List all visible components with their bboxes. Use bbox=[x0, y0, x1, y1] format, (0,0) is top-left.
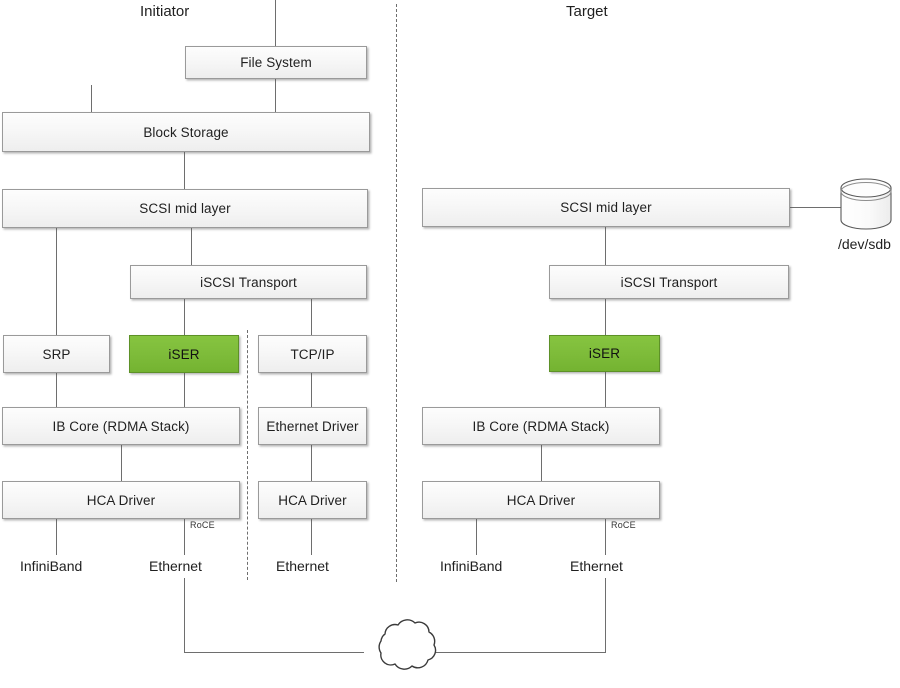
node-target-iser[interactable]: iSER bbox=[549, 335, 660, 372]
node-target-iscsi-transport[interactable]: iSCSI Transport bbox=[549, 265, 789, 299]
initiator-network-ethernet-tcp: Ethernet bbox=[276, 558, 329, 574]
connector-target-ibcore-to-hca bbox=[541, 445, 542, 481]
node-tcp-ip[interactable]: TCP/IP bbox=[258, 335, 367, 373]
node-target-ib-core[interactable]: IB Core (RDMA Stack) bbox=[422, 407, 660, 445]
node-initiator-iscsi-transport-label: iSCSI Transport bbox=[200, 274, 297, 290]
connector-scsi-to-disk bbox=[790, 207, 842, 208]
node-srp-label: SRP bbox=[42, 346, 71, 362]
connector-initiator-ethernet-down bbox=[184, 578, 185, 653]
connector-target-iscsi-to-iser bbox=[605, 299, 606, 335]
rdma-tcp-divider bbox=[247, 330, 248, 580]
connector-blockstorage-to-scsi bbox=[184, 152, 185, 189]
initiator-network-ethernet-roce: Ethernet bbox=[149, 558, 202, 574]
connector-hca-to-ethernet-roce bbox=[184, 519, 185, 555]
node-block-storage-label: Block Storage bbox=[143, 124, 229, 140]
connector-target-hca-to-infiniband bbox=[476, 519, 477, 555]
node-target-iscsi-transport-label: iSCSI Transport bbox=[620, 274, 718, 290]
node-target-ib-core-label: IB Core (RDMA Stack) bbox=[472, 418, 610, 434]
initiator-network-infiniband: InfiniBand bbox=[20, 558, 83, 574]
storage-device-label: /dev/sdb bbox=[838, 236, 891, 252]
node-initiator-ib-core[interactable]: IB Core (RDMA Stack) bbox=[2, 407, 240, 445]
node-target-hca-driver-label: HCA Driver bbox=[506, 492, 576, 508]
connector-target-iser-to-ibcore bbox=[605, 372, 606, 407]
node-target-hca-driver[interactable]: HCA Driver bbox=[422, 481, 660, 519]
node-initiator-hca-driver-eth-label: HCA Driver bbox=[278, 492, 347, 508]
connector-filesystem-to-blockstorage bbox=[275, 79, 276, 112]
connector-ethernetdriver-to-hca bbox=[311, 445, 312, 481]
connector-srp-to-ibcore bbox=[56, 373, 57, 407]
node-target-scsi-mid-layer[interactable]: SCSI mid layer bbox=[422, 188, 790, 227]
node-file-system-label: File System bbox=[240, 55, 312, 70]
connector-tcpip-to-ethernetdriver bbox=[311, 373, 312, 407]
node-target-scsi-mid-layer-label: SCSI mid layer bbox=[560, 200, 652, 215]
connector-scsi-to-iscsi bbox=[191, 228, 192, 266]
target-title: Target bbox=[566, 3, 608, 20]
connector-target-hca-to-ethernet bbox=[605, 519, 606, 555]
connector-iscsi-to-iser bbox=[184, 299, 185, 335]
node-initiator-hca-driver-ib[interactable]: HCA Driver bbox=[2, 481, 240, 519]
connector-target-scsi-to-iscsi bbox=[605, 227, 606, 265]
connector-app-to-filesystem bbox=[275, 0, 276, 46]
storage-disk-icon bbox=[836, 176, 896, 234]
node-block-storage[interactable]: Block Storage bbox=[2, 112, 370, 152]
target-roce-label: RoCE bbox=[611, 520, 636, 530]
node-initiator-ib-core-label: IB Core (RDMA Stack) bbox=[52, 418, 190, 434]
node-initiator-iscsi-transport[interactable]: iSCSI Transport bbox=[130, 265, 367, 299]
connector-hca-to-infiniband bbox=[56, 519, 57, 555]
node-file-system[interactable]: File System bbox=[185, 46, 367, 79]
node-initiator-iser[interactable]: iSER bbox=[129, 335, 239, 373]
node-ethernet-driver[interactable]: Ethernet Driver bbox=[258, 407, 367, 445]
initiator-target-divider bbox=[396, 4, 397, 582]
connector-scsi-to-srp bbox=[56, 228, 57, 335]
connector-network-left bbox=[184, 652, 364, 653]
node-target-iser-label: iSER bbox=[588, 346, 621, 361]
connector-app-to-blockstorage bbox=[91, 85, 92, 112]
node-ethernet-driver-label: Ethernet Driver bbox=[266, 418, 359, 434]
target-network-infiniband: InfiniBand bbox=[440, 558, 503, 574]
node-tcp-ip-label: TCP/IP bbox=[290, 346, 335, 362]
connector-ibcore-to-hca bbox=[121, 445, 122, 481]
node-initiator-hca-driver-ib-label: HCA Driver bbox=[86, 492, 156, 508]
connector-network-right bbox=[428, 652, 606, 653]
node-srp[interactable]: SRP bbox=[3, 335, 110, 373]
node-initiator-scsi-mid-layer[interactable]: SCSI mid layer bbox=[2, 189, 368, 228]
node-initiator-hca-driver-eth[interactable]: HCA Driver bbox=[258, 481, 367, 519]
initiator-roce-label: RoCE bbox=[190, 520, 215, 530]
node-initiator-iser-label: iSER bbox=[168, 346, 200, 362]
connector-target-ethernet-down bbox=[605, 578, 606, 653]
node-initiator-scsi-mid-layer-label: SCSI mid layer bbox=[139, 201, 231, 216]
connector-hca-to-ethernet-tcp bbox=[311, 519, 312, 555]
connector-iser-to-ibcore bbox=[184, 373, 185, 407]
initiator-title: Initiator bbox=[140, 3, 190, 20]
network-cloud-icon bbox=[355, 608, 455, 688]
connector-iscsi-to-tcpip bbox=[311, 299, 312, 335]
target-network-ethernet: Ethernet bbox=[570, 558, 623, 574]
